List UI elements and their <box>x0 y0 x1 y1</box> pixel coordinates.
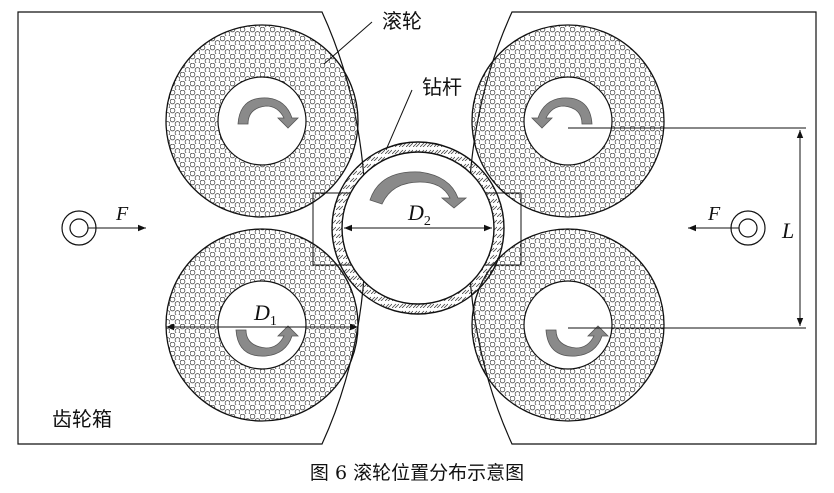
roller-top-right <box>471 24 665 218</box>
force-left-icon <box>61 210 146 246</box>
roller-top-left <box>165 24 359 218</box>
dimension-label-d2: D2 <box>407 200 431 229</box>
dimension-label-d1: D1 <box>253 300 277 329</box>
label-gearbox: 齿轮箱 <box>52 407 112 431</box>
label-drill-rod: 钻杆 <box>422 75 462 99</box>
force-label-left: F <box>115 203 129 225</box>
rotation-icon <box>235 97 609 357</box>
leader-line-roller <box>323 21 373 65</box>
figure-caption: 图 6 滚轮位置分布示意图 <box>309 462 525 484</box>
roller-bottom-left <box>165 228 359 422</box>
leader-line-drill-rod <box>385 89 413 151</box>
force-label-right: F <box>707 203 721 225</box>
label-roller: 滚轮 <box>382 9 422 33</box>
force-right-icon <box>688 210 766 246</box>
dimension-label-l: L <box>781 218 794 243</box>
roller-bottom-right <box>471 228 665 422</box>
